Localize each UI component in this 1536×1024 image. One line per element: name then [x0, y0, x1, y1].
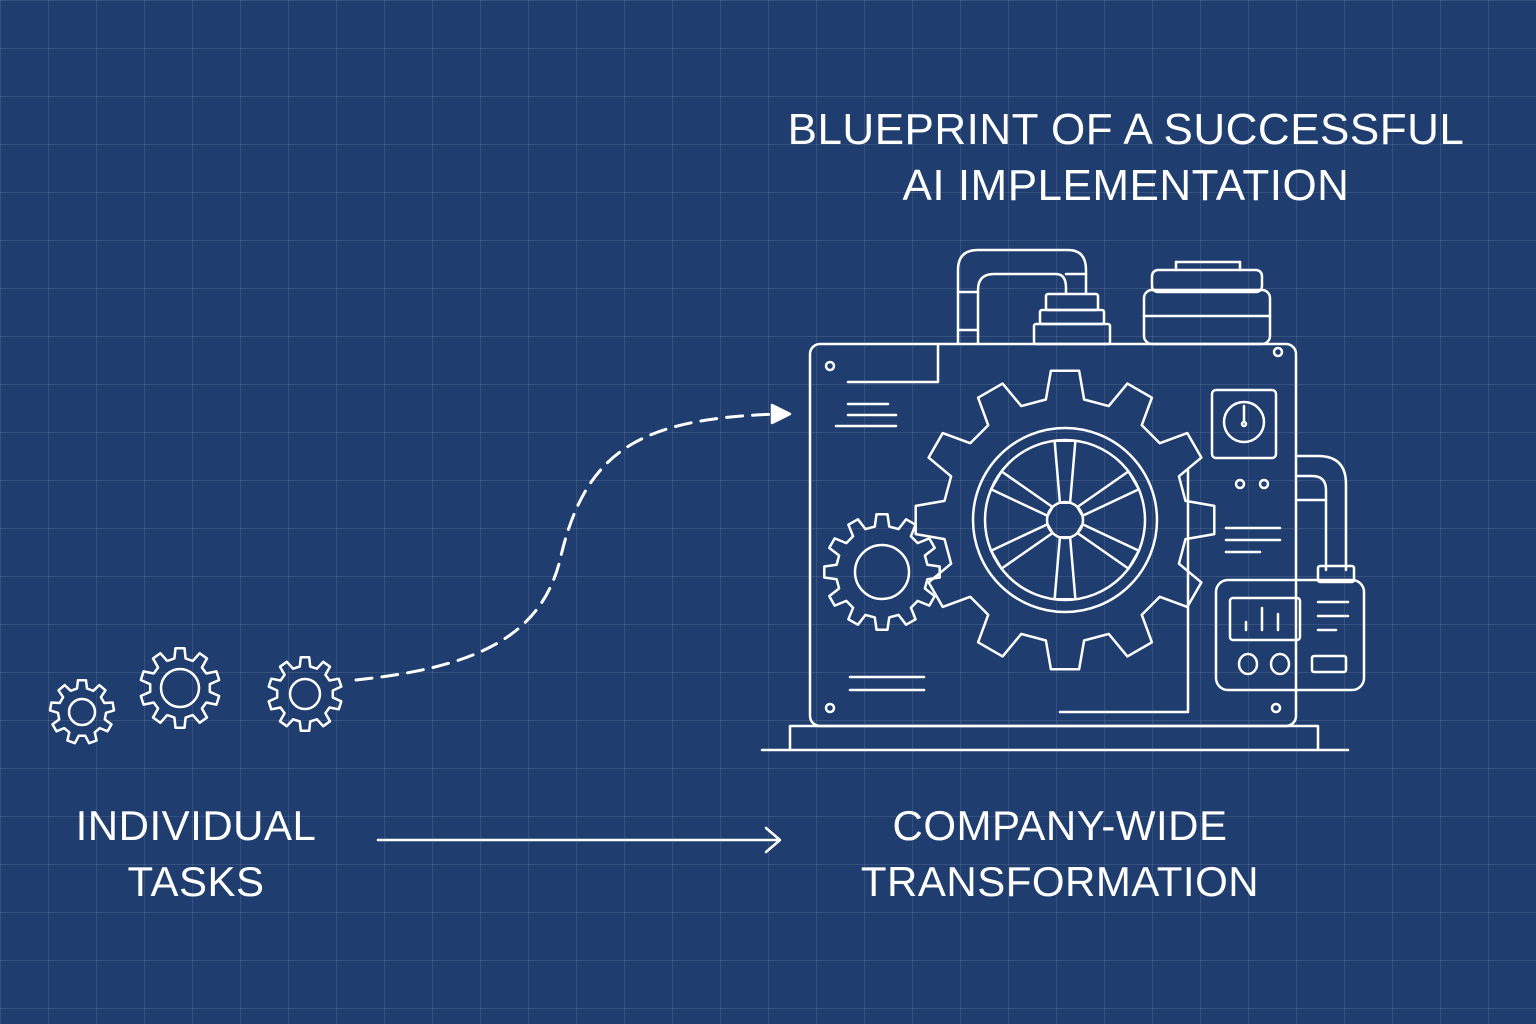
individual-tasks-label: INDIVIDUAL TASKS: [56, 798, 336, 910]
wheel-spoke: [1055, 537, 1076, 599]
gear-icon: [141, 648, 219, 727]
dashed-arrow-head-icon: [772, 405, 790, 423]
wheel-spoke: [1055, 441, 1076, 503]
wheel-spoke: [991, 524, 1053, 568]
title-line-1: BLUEPRINT OF A SUCCESSFUL: [787, 105, 1465, 154]
machine-icon: [762, 250, 1364, 750]
dashed-arrow-icon: [356, 414, 780, 680]
left-label-line-1: INDIVIDUAL: [75, 802, 317, 849]
wheel-ring: [985, 440, 1145, 600]
gear-icon: [50, 680, 114, 743]
wheel-spoke: [1077, 524, 1139, 568]
page-title: BLUEPRINT OF A SUCCESSFUL AI IMPLEMENTAT…: [786, 102, 1466, 214]
company-wide-label: COMPANY-WIDE TRANSFORMATION: [810, 798, 1310, 910]
title-line-2: AI IMPLEMENTATION: [902, 161, 1350, 210]
wheel-spoke: [1077, 471, 1139, 515]
left-label-line-2: TASKS: [127, 858, 265, 905]
progress-arrow-head-icon: [766, 828, 780, 852]
right-label-line-1: COMPANY-WIDE: [892, 802, 1228, 849]
right-label-line-2: TRANSFORMATION: [860, 858, 1260, 905]
gear-icon: [269, 657, 342, 731]
wheel-spoke: [991, 471, 1053, 515]
wheel-ring: [973, 428, 1157, 612]
medium-gear-icon: [824, 514, 939, 629]
large-gear-icon: [916, 371, 1215, 670]
